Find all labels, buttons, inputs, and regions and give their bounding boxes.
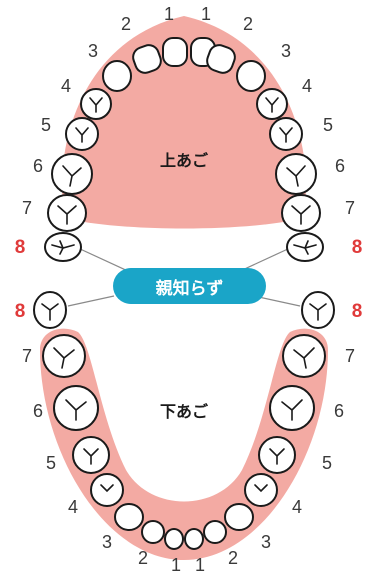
num-upper-right-7: 7 bbox=[345, 198, 355, 218]
tooth-upper-right-2[interactable] bbox=[204, 42, 237, 75]
num-upper-left-5: 5 bbox=[41, 115, 51, 135]
tooth-lower-left-3[interactable] bbox=[114, 503, 144, 531]
lower-jaw-label: 下あご bbox=[160, 402, 208, 421]
num-upper-right-6: 6 bbox=[335, 156, 345, 176]
num-upper-right-1: 1 bbox=[201, 4, 211, 24]
num-lower-left-2: 2 bbox=[138, 548, 148, 568]
tooth-lower-right-2[interactable] bbox=[203, 520, 227, 544]
tooth-lower-left-6[interactable] bbox=[53, 385, 99, 431]
fissure-marks bbox=[41, 97, 327, 493]
num-upper-right-8: 8 bbox=[352, 237, 363, 258]
tooth-lower-left-1[interactable] bbox=[164, 528, 184, 550]
tooth-lower-right-6[interactable] bbox=[269, 385, 315, 431]
num-lower-left-8: 8 bbox=[15, 301, 26, 322]
upper-jaw-label: 上あご bbox=[160, 151, 208, 170]
tooth-lower-left-7[interactable] bbox=[42, 334, 86, 378]
num-upper-left-8: 8 bbox=[15, 237, 26, 258]
tooth-upper-left-1[interactable] bbox=[162, 37, 188, 67]
num-lower-right-5: 5 bbox=[322, 453, 332, 473]
num-lower-right-6: 6 bbox=[334, 401, 344, 421]
num-lower-left-6: 6 bbox=[33, 401, 43, 421]
num-lower-left-5: 5 bbox=[46, 453, 56, 473]
num-lower-left-3: 3 bbox=[102, 532, 112, 552]
lower-teeth bbox=[33, 291, 335, 550]
num-lower-left-4: 4 bbox=[68, 497, 78, 517]
num-upper-right-4: 4 bbox=[302, 76, 312, 96]
num-upper-right-5: 5 bbox=[323, 115, 333, 135]
num-lower-right-1: 1 bbox=[195, 555, 205, 575]
wisdom-teeth-label: 親知らず bbox=[113, 268, 266, 304]
num-upper-right-2: 2 bbox=[243, 14, 253, 34]
tooth-upper-left-2[interactable] bbox=[130, 42, 163, 75]
num-lower-right-8: 8 bbox=[352, 301, 363, 322]
tooth-upper-right-3[interactable] bbox=[236, 60, 266, 92]
tooth-lower-left-2[interactable] bbox=[141, 520, 165, 544]
num-lower-left-7: 7 bbox=[22, 346, 32, 366]
tooth-lower-right-7[interactable] bbox=[282, 334, 326, 378]
tooth-lower-right-1[interactable] bbox=[184, 528, 204, 550]
tooth-upper-left-6[interactable] bbox=[51, 153, 93, 195]
wisdom-teeth-text: 親知らず bbox=[155, 278, 224, 299]
tooth-upper-right-6[interactable] bbox=[275, 153, 317, 195]
tooth-lower-right-3[interactable] bbox=[224, 503, 254, 531]
num-upper-left-4: 4 bbox=[61, 76, 71, 96]
num-upper-left-7: 7 bbox=[22, 198, 32, 218]
num-upper-left-2: 2 bbox=[121, 14, 131, 34]
num-upper-left-3: 3 bbox=[88, 41, 98, 61]
num-lower-right-3: 3 bbox=[261, 532, 271, 552]
num-upper-right-3: 3 bbox=[281, 41, 291, 61]
leader-lower-left bbox=[67, 295, 115, 307]
num-lower-right-7: 7 bbox=[345, 346, 355, 366]
num-upper-left-6: 6 bbox=[33, 156, 43, 176]
num-lower-right-4: 4 bbox=[292, 497, 302, 517]
num-upper-left-1: 1 bbox=[164, 4, 174, 24]
num-lower-right-2: 2 bbox=[228, 548, 238, 568]
num-lower-left-1: 1 bbox=[171, 555, 181, 575]
leader-upper-left bbox=[77, 247, 131, 273]
tooth-upper-left-3[interactable] bbox=[102, 60, 132, 92]
tooth-numbers: 1 1 2 2 3 3 4 4 5 5 6 6 7 7 8 8 8 8 7 7 … bbox=[15, 4, 363, 575]
